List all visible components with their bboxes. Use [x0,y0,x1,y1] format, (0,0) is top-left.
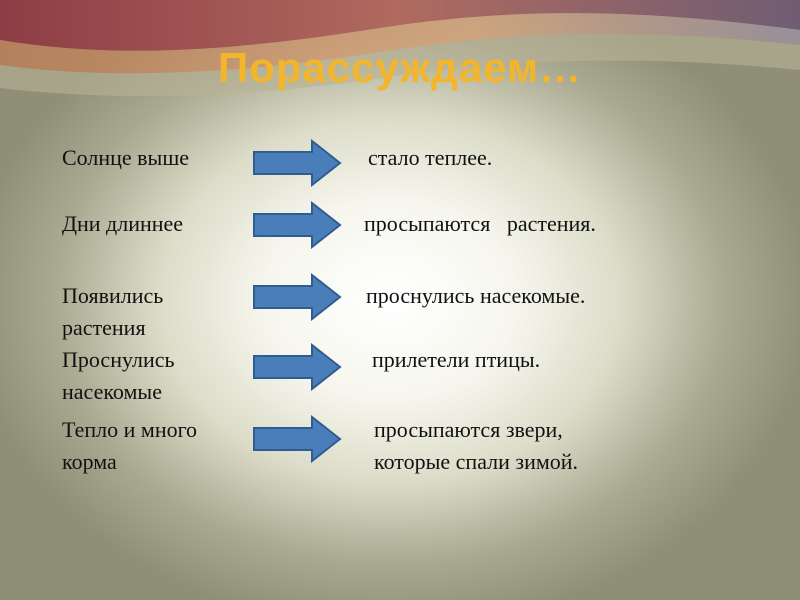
right-arrow-icon [253,139,342,187]
right-arrow-icon [253,201,342,249]
effect-text: проснулись насекомые. [366,283,586,308]
right-arrow-icon [253,273,342,321]
cause-text: Тепло и много корма [62,417,198,474]
effect-text: просыпаются звери, которые спали зимой. [374,417,579,474]
effect-text: просыпаются растения. [364,211,596,236]
header-wave-decoration [0,0,800,97]
slide-title: Порассуждаем… [217,44,583,91]
cause-text: Проснулись насекомые [62,347,175,404]
cause-text: Солнце выше [62,145,190,170]
effect-text: прилетели птицы. [372,347,541,372]
cause-text: Дни длиннее [62,211,184,236]
effect-text: стало теплее. [368,145,493,170]
cause-text: Появились растения [62,283,164,340]
right-arrow-icon [253,415,342,463]
right-arrow-icon [253,343,342,391]
